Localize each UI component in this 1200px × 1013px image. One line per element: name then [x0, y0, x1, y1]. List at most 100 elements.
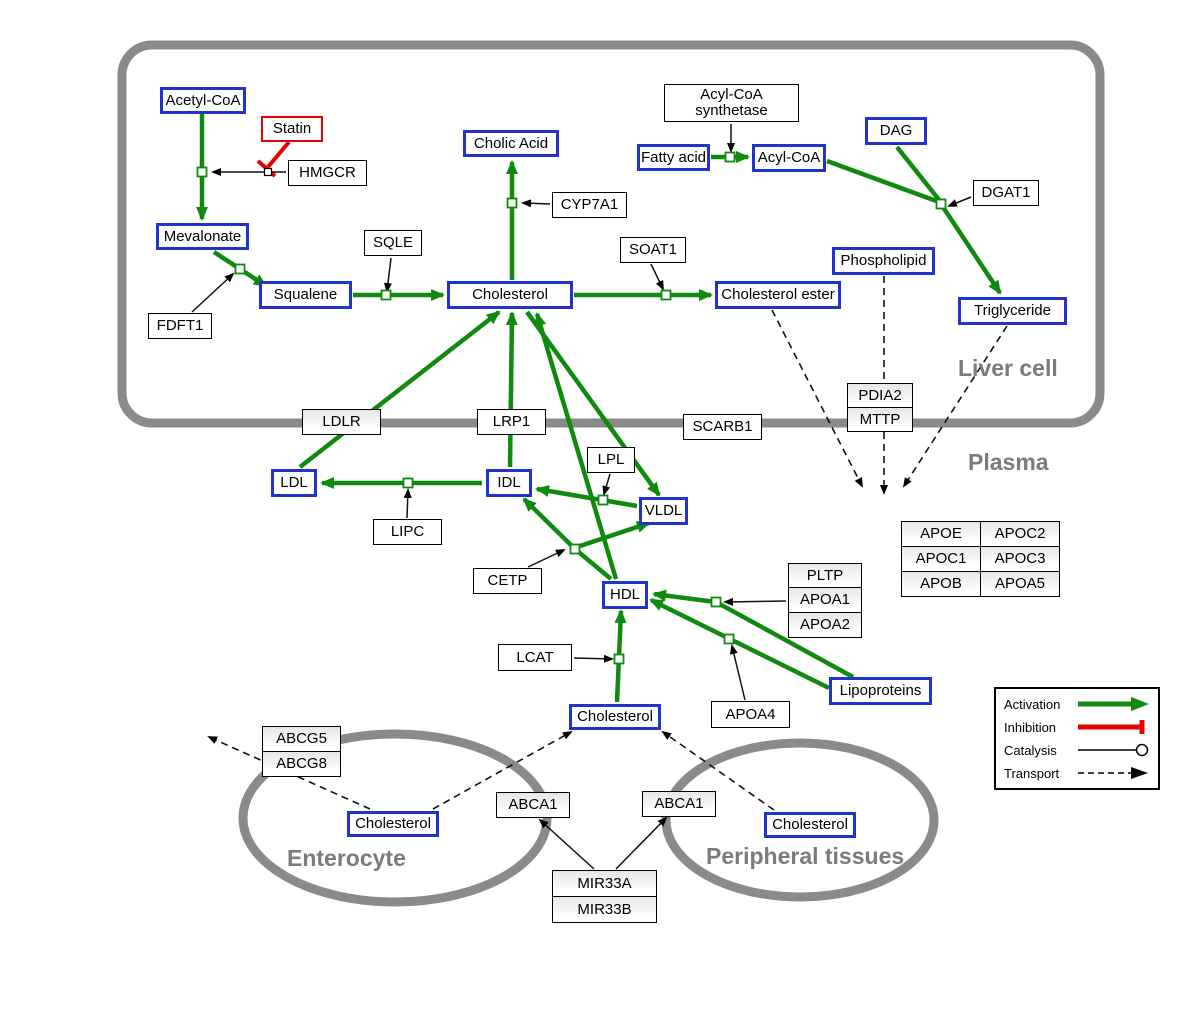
node-abcg8[interactable]: ABCG8: [262, 751, 341, 777]
edge-fdft1-catalysis: [191, 272, 235, 313]
edge-triglyceride-plasma: [902, 325, 1008, 488]
reaction-nodes: [196, 151, 947, 665]
node-squalene[interactable]: Squalene: [259, 281, 352, 309]
legend-catalysis-label: Catalysis: [1004, 742, 1057, 758]
edge-lipoproteins-hdl-lower: [649, 597, 830, 691]
edge-lpl-catalysis: [602, 473, 611, 496]
node-mir33a[interactable]: MIR33A: [552, 870, 657, 897]
node-apoe[interactable]: APOE: [901, 521, 981, 547]
reaction-square: [935, 198, 947, 210]
node-triglyceride[interactable]: Triglyceride: [958, 297, 1067, 325]
node-lcat[interactable]: LCAT: [498, 644, 572, 671]
node-apoa5[interactable]: APOA5: [980, 571, 1060, 597]
reaction-square: [723, 633, 735, 645]
edge-sqle-catalysis: [383, 257, 392, 293]
catalysis-edges: [191, 124, 972, 870]
node-mevalonate[interactable]: Mevalonate: [156, 223, 249, 250]
edge-vldl-idl: [535, 485, 638, 509]
node-dgat1[interactable]: DGAT1: [973, 180, 1039, 206]
edge-statin-inhibition: [266, 140, 291, 169]
edge-mir33-abca1-left: [538, 818, 595, 870]
inhibition-tbar-icon: [1078, 720, 1145, 734]
edge-dgat1-catalysis: [947, 196, 972, 207]
node-lrp1[interactable]: LRP1: [477, 409, 546, 435]
node-cholesterol-enterocyte[interactable]: Cholesterol: [347, 811, 439, 837]
edge-apoa4-catalysis: [729, 644, 746, 701]
edge-ldl-cholesterol-uptake: [298, 310, 501, 469]
node-cholic-acid[interactable]: Cholic Acid: [463, 130, 559, 157]
liver-cell-outline: [117, 40, 1105, 428]
edge-pltp-group-catalysis: [723, 597, 787, 606]
node-lpl[interactable]: LPL: [587, 447, 635, 473]
catalysis-circle-icon: [1078, 743, 1149, 757]
reaction-square: [196, 166, 208, 178]
reaction-square: [710, 596, 722, 608]
node-apoa4[interactable]: APOA4: [711, 701, 790, 728]
node-pdia2[interactable]: PDIA2: [847, 383, 913, 408]
node-acyl-coa-synthetase[interactable]: Acyl-CoA synthetase: [664, 84, 799, 122]
node-soat1[interactable]: SOAT1: [620, 237, 686, 263]
node-abcg5[interactable]: ABCG5: [262, 726, 341, 752]
node-cetp[interactable]: CETP: [473, 568, 542, 594]
reaction-square: [660, 289, 672, 301]
node-apoa1[interactable]: APOA1: [788, 587, 862, 613]
edge-cetp-vldl: [579, 520, 651, 549]
legend-row-catalysis: Catalysis: [1004, 742, 1150, 758]
edge-cholesterolester-plasma: [771, 309, 863, 488]
edge-dag-junction: [895, 145, 942, 203]
node-cholesterol-liver[interactable]: Cholesterol: [447, 281, 573, 309]
node-phospholipid[interactable]: Phospholipid: [832, 247, 935, 275]
node-fdft1[interactable]: FDFT1: [148, 313, 212, 339]
edge-cholesterol-vldl: [525, 310, 661, 497]
node-mttp[interactable]: MTTP: [847, 407, 913, 432]
reaction-square: [402, 477, 414, 489]
reaction-square: [569, 543, 581, 555]
edge-soat1-catalysis: [650, 263, 664, 291]
node-vldl[interactable]: VLDL: [639, 497, 688, 525]
node-ldlr[interactable]: LDLR: [302, 409, 381, 435]
node-lipc[interactable]: LIPC: [373, 519, 442, 545]
reaction-square: [597, 494, 609, 506]
node-mir33b[interactable]: MIR33B: [552, 896, 657, 923]
node-acyl-coa[interactable]: Acyl-CoA: [752, 144, 826, 172]
legend-row-activation: Activation: [1004, 696, 1150, 712]
node-apoc3[interactable]: APOC3: [980, 546, 1060, 572]
edge-peripheral-cholesterol-efflux: [661, 730, 775, 811]
node-pltp[interactable]: PLTP: [788, 563, 862, 588]
liver-cell-label: Liver cell: [958, 355, 1058, 381]
node-sqle[interactable]: SQLE: [364, 230, 422, 256]
edge-lipc-catalysis: [403, 488, 412, 519]
node-hmgcr[interactable]: HMGCR: [288, 160, 367, 186]
node-hdl[interactable]: HDL: [602, 581, 648, 609]
node-cyp7a1[interactable]: CYP7A1: [552, 192, 627, 218]
edge-junction-triglyceride: [939, 202, 1002, 295]
node-ldl[interactable]: LDL: [271, 469, 317, 497]
node-abca1-enterocyte[interactable]: ABCA1: [496, 792, 570, 818]
transport-dashed-arrow-icon: [1078, 767, 1148, 779]
node-cholesterol-plasma[interactable]: Cholesterol: [569, 704, 661, 730]
node-apoa2[interactable]: APOA2: [788, 612, 862, 638]
edge-idl-cholesterol-uptake: [505, 311, 518, 468]
node-lipoproteins[interactable]: Lipoproteins: [829, 677, 932, 705]
node-cholesterol-ester[interactable]: Cholesterol ester: [715, 281, 841, 309]
catalysis-anchor-square: [263, 167, 273, 177]
edge-enterocyte-cholesterol-efflux: [432, 731, 573, 810]
reaction-square: [380, 289, 392, 301]
node-scarb1[interactable]: SCARB1: [683, 414, 762, 440]
node-statin[interactable]: Statin: [261, 116, 323, 142]
legend-transport-label: Transport: [1004, 765, 1060, 781]
node-abca1-peripheral[interactable]: ABCA1: [642, 791, 716, 817]
edge-acylcoa-junction: [826, 158, 940, 205]
node-fatty-acid[interactable]: Fatty acid: [637, 144, 710, 171]
reaction-square: [234, 263, 246, 275]
node-cholesterol-peripheral[interactable]: Cholesterol: [764, 812, 856, 838]
node-apoc1[interactable]: APOC1: [901, 546, 981, 572]
node-apob[interactable]: APOB: [901, 571, 981, 597]
enterocyte-outline: [238, 729, 552, 907]
peripheral-tissues-label: Peripheral tissues: [706, 843, 905, 869]
legend-inhibition-label: Inhibition: [1004, 719, 1057, 735]
node-apoc2[interactable]: APOC2: [980, 521, 1060, 547]
node-acetyl-coa[interactable]: Acetyl-CoA: [160, 87, 246, 114]
node-idl[interactable]: IDL: [486, 469, 532, 497]
node-dag[interactable]: DAG: [865, 117, 927, 145]
